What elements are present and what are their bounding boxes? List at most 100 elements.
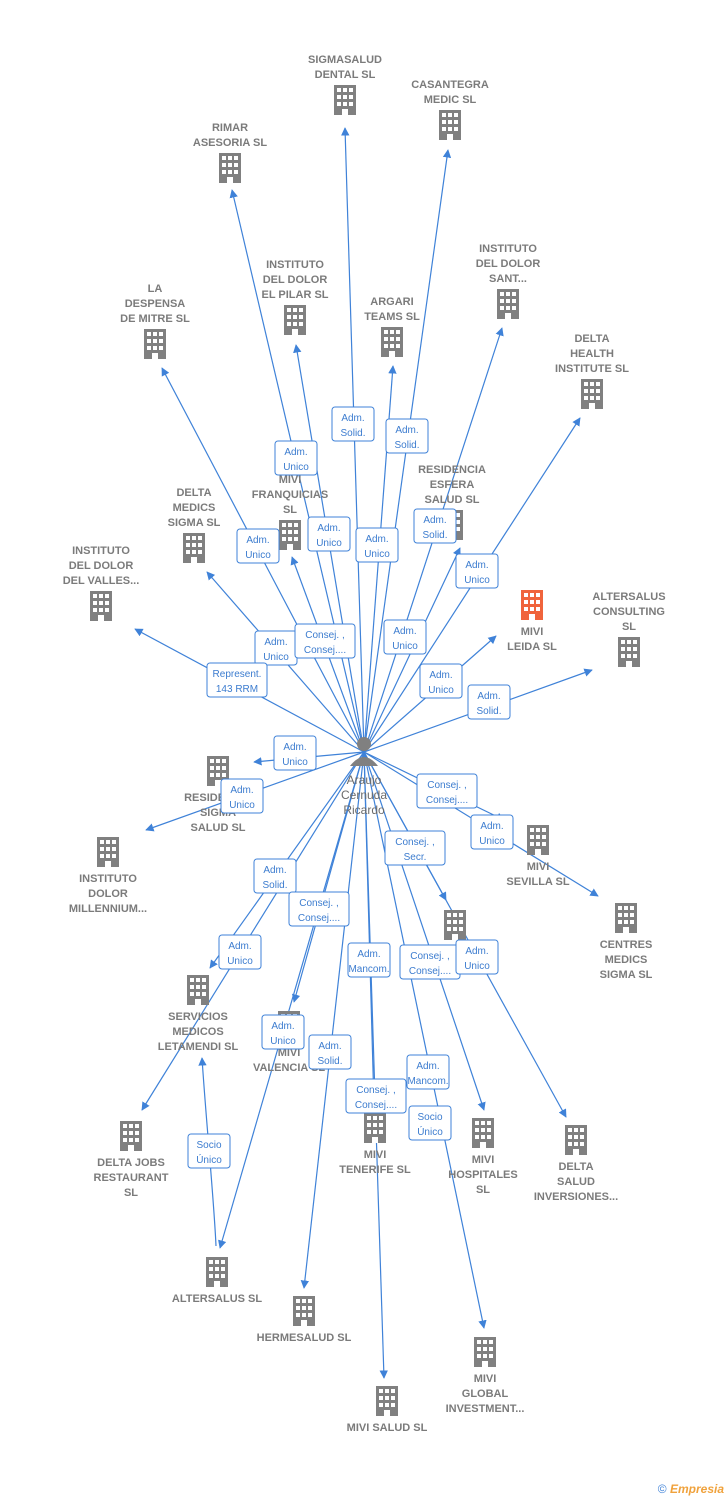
relation-badge[interactable]: Adm.Unico [254, 630, 298, 666]
company-label: ARGARI [370, 296, 413, 308]
building-icon [527, 825, 549, 855]
relation-badge[interactable]: Represent.143 RRM [206, 662, 268, 698]
company-label: INSTITUTO [479, 243, 537, 255]
building-icon [472, 1118, 494, 1148]
relation-badge[interactable]: Adm.Unico [470, 814, 514, 850]
relation-badge[interactable]: Adm.Unico [274, 440, 318, 476]
relation-label: Mancom. [407, 1076, 448, 1087]
relation-box [294, 623, 356, 659]
relation-badge[interactable]: Adm.Solid. [253, 858, 297, 894]
company-node-mivi-global[interactable]: MIVIGLOBALINVESTMENT... [446, 1337, 525, 1415]
company-node-mivi-salud[interactable]: MIVI SALUD SL [347, 1386, 428, 1434]
relation-label: Adm. [246, 535, 269, 546]
relation-badge[interactable]: Adm.Unico [273, 735, 317, 771]
company-label: LETAMENDI SL [158, 1041, 239, 1053]
company-label: SANT... [489, 273, 527, 285]
relation-badge[interactable]: Consej. ,Secr. [384, 830, 446, 866]
relation-badge[interactable]: Consej. ,Consej.... [399, 944, 461, 980]
relation-label: Consej.... [409, 966, 451, 977]
relation-badge[interactable]: Adm.Solid. [413, 508, 457, 544]
relation-badge[interactable]: Adm.Solid. [467, 684, 511, 720]
relation-badge[interactable]: Adm.Mancom. [406, 1054, 450, 1090]
relation-box [274, 440, 318, 476]
building-icon [284, 305, 306, 335]
relation-badge[interactable]: Consej. ,Consej.... [294, 623, 356, 659]
relation-badge[interactable]: Adm.Unico [307, 516, 351, 552]
relation-badge[interactable]: Adm.Unico [455, 553, 499, 589]
relation-label: Adm. [393, 626, 416, 637]
building-icon [618, 637, 640, 667]
company-node-mivi-unlabeled[interactable] [444, 910, 466, 940]
company-node-altersalus[interactable]: ALTERSALUS SL [172, 1257, 263, 1305]
relation-box [355, 527, 399, 563]
relation-box [419, 663, 463, 699]
relation-badge[interactable]: Consej. ,Consej.... [288, 891, 350, 927]
relation-box [385, 418, 429, 454]
relation-badge[interactable]: Adm.Unico [419, 663, 463, 699]
relation-badge[interactable]: Adm.Solid. [308, 1034, 352, 1070]
relation-label: Consej. , [356, 1085, 395, 1096]
company-label: DENTAL SL [315, 69, 376, 81]
relation-label: Adm. [230, 785, 253, 796]
relation-badge[interactable]: Adm.Unico [261, 1014, 305, 1050]
relation-badge[interactable]: Consej. ,Consej.... [345, 1078, 407, 1114]
relation-badge[interactable]: Adm.Mancom. [347, 942, 391, 978]
relation-label: Adm. [228, 941, 251, 952]
footer-brand[interactable]: © Empresia [658, 1482, 724, 1496]
company-node-delta-salud[interactable]: DELTASALUDINVERSIONES... [534, 1125, 618, 1203]
relation-label: Socio [196, 1140, 221, 1151]
company-label: HOSPITALES [448, 1169, 517, 1181]
relation-box [273, 735, 317, 771]
relation-label: Adm. [480, 821, 503, 832]
relation-box [220, 778, 264, 814]
relation-label: Solid. [422, 530, 447, 541]
relation-badge[interactable]: Adm.Unico [383, 619, 427, 655]
relation-label: Adm. [395, 425, 418, 436]
relation-label: Adm. [465, 946, 488, 957]
company-node-instituto-millennium[interactable]: INSTITUTODOLORMILLENNIUM... [69, 837, 147, 915]
edge-mivi-global [363, 751, 487, 1329]
relation-badge[interactable]: Adm. Solid. [385, 418, 429, 454]
relation-badge[interactable]: Adm.Unico [355, 527, 399, 563]
relation-badge[interactable]: Adm.Unico [218, 934, 262, 970]
company-node-hermesalud[interactable]: HERMESALUD SL [257, 1296, 352, 1344]
relation-badge[interactable]: Adm.Unico [220, 778, 264, 814]
relation-badge[interactable]: Consej. ,Consej.... [416, 773, 478, 809]
building-icon [615, 903, 637, 933]
relation-label: Solid. [394, 440, 419, 451]
relation-badge[interactable]: Adm.Solid. [331, 406, 375, 442]
relation-box [384, 830, 446, 866]
company-label: MIVI [474, 1373, 497, 1385]
brand-logo: Empresia [669, 1482, 724, 1496]
relation-badge[interactable]: Adm.Unico [236, 528, 280, 564]
company-label: MIVI [279, 474, 302, 486]
relation-box [307, 516, 351, 552]
relation-badge[interactable]: Adm.Unico [455, 939, 499, 975]
relation-label: Adm. [477, 691, 500, 702]
